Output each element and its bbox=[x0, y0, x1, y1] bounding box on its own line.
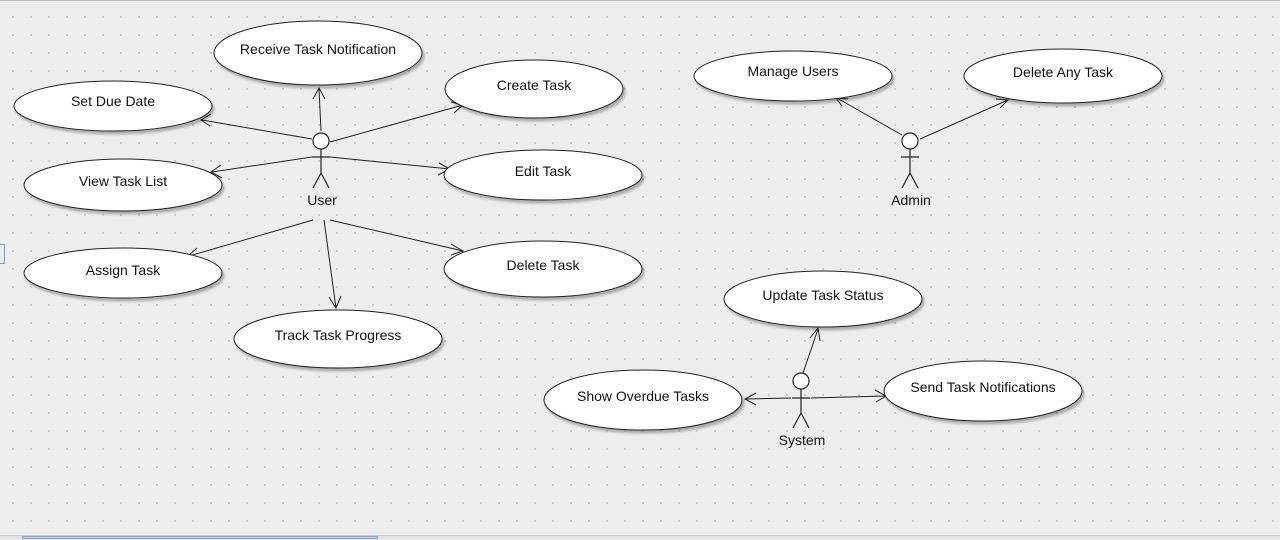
use-case-manage-users[interactable]: Manage Users bbox=[693, 50, 893, 102]
use-case-label: Track Task Progress bbox=[275, 327, 402, 343]
use-case-label: Create Task bbox=[497, 77, 572, 93]
use-case-delete-any-task[interactable]: Delete Any Task bbox=[963, 48, 1163, 104]
use-case-label: Send Task Notifications bbox=[910, 379, 1055, 395]
stick-figure-icon bbox=[901, 132, 919, 189]
use-case-label: View Task List bbox=[79, 173, 167, 189]
association-system-update-task-status[interactable] bbox=[802, 326, 821, 374]
use-case-label: Delete Any Task bbox=[1013, 64, 1114, 80]
use-case-send-task-notifications[interactable]: Send Task Notifications bbox=[883, 360, 1083, 422]
association-user-edit-task[interactable] bbox=[329, 156, 452, 176]
association-user-set-due-date[interactable] bbox=[200, 113, 313, 140]
use-case-update-task-status[interactable]: Update Task Status bbox=[723, 270, 923, 328]
actor-label: User bbox=[307, 192, 337, 208]
use-case-edit-task[interactable]: Edit Task bbox=[443, 149, 643, 201]
use-case-label: Update Task Status bbox=[762, 287, 883, 303]
association-user-assign-task[interactable] bbox=[186, 219, 314, 260]
use-case-create-task[interactable]: Create Task bbox=[444, 59, 624, 119]
use-case-set-due-date[interactable]: Set Due Date bbox=[13, 80, 213, 132]
association-user-view-task-list[interactable] bbox=[210, 156, 313, 179]
horizontal-scrollbar[interactable] bbox=[0, 535, 1280, 539]
association-user-delete-task[interactable] bbox=[329, 219, 465, 256]
use-case-label: Receive Task Notification bbox=[240, 41, 396, 57]
use-cases: Receive Task Notification Set Due Date C… bbox=[13, 20, 1163, 431]
association-user-create-task[interactable] bbox=[329, 101, 465, 143]
use-case-receive-task-notification[interactable]: Receive Task Notification bbox=[213, 20, 423, 86]
use-case-label: Manage Users bbox=[747, 63, 838, 79]
association-admin-manage-users[interactable] bbox=[834, 97, 903, 136]
stick-figure-icon bbox=[312, 132, 330, 189]
use-case-show-overdue-tasks[interactable]: Show Overdue Tasks bbox=[543, 369, 743, 431]
actor-label: System bbox=[779, 432, 826, 448]
actor-system[interactable]: System bbox=[779, 372, 826, 448]
association-user-track-task-progress[interactable] bbox=[323, 219, 342, 310]
association-user-receive-task-notification[interactable] bbox=[312, 86, 326, 132]
use-case-label: Set Due Date bbox=[71, 93, 155, 109]
use-case-view-task-list[interactable]: View Task List bbox=[23, 158, 223, 212]
use-case-label: Assign Task bbox=[86, 262, 161, 278]
use-case-assign-task[interactable]: Assign Task bbox=[23, 247, 223, 299]
stick-figure-icon bbox=[792, 372, 810, 429]
use-case-track-task-progress[interactable]: Track Task Progress bbox=[233, 309, 443, 369]
actor-admin[interactable]: Admin bbox=[891, 132, 931, 208]
splitter-handle[interactable] bbox=[0, 244, 5, 264]
association-admin-delete-any-task[interactable] bbox=[919, 98, 1010, 140]
use-case-label: Delete Task bbox=[507, 257, 581, 273]
use-case-delete-task[interactable]: Delete Task bbox=[443, 240, 643, 298]
actors: User Admin bbox=[307, 132, 931, 448]
use-case-label: Edit Task bbox=[515, 163, 573, 179]
use-case-label: Show Overdue Tasks bbox=[577, 388, 709, 404]
association-system-send-task-notifications[interactable] bbox=[810, 389, 888, 403]
association-system-show-overdue-tasks[interactable] bbox=[743, 392, 792, 406]
actor-label: Admin bbox=[891, 192, 931, 208]
actor-user[interactable]: User bbox=[307, 132, 337, 208]
